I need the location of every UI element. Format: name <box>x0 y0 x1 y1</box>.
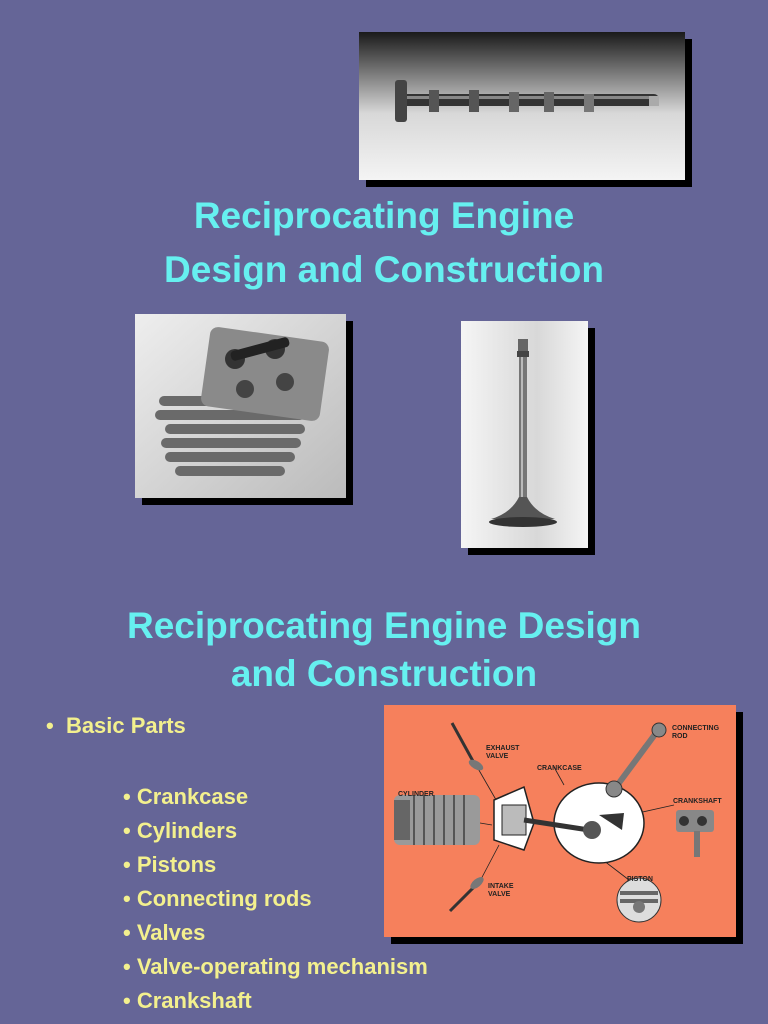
label-cylinder: CYLINDER <box>398 791 434 798</box>
list-item: Valves <box>123 916 428 950</box>
crankshaft-drawing <box>676 810 714 857</box>
label-crankshaft: CRANKSHAFT <box>673 798 722 805</box>
list-item: Connecting rods <box>123 882 428 916</box>
label-crankcase: CRANKCASE <box>537 765 582 772</box>
cylinder-head-photo <box>135 314 346 498</box>
label-intake-valve-2: VALVE <box>488 891 511 898</box>
list-item: Cylinders <box>123 814 428 848</box>
slide1-title-line1: Reciprocating Engine <box>193 195 575 236</box>
list-item: Crankshaft <box>123 984 428 1018</box>
slide2-title: Reciprocating Engine Design and Construc… <box>0 602 768 698</box>
slide1-title: Reciprocating Engine Design and Construc… <box>0 192 768 294</box>
slide2-title-line2: and Construction <box>230 653 538 694</box>
crankcase-drawing <box>493 782 645 864</box>
connecting-rod-drawing <box>605 722 667 798</box>
label-exhaust-valve-2: VALVE <box>486 753 509 760</box>
label-exhaust-valve-1: EXHAUST <box>486 745 520 752</box>
list-item: Crankcase <box>123 780 428 814</box>
valve-photo <box>461 321 588 548</box>
label-piston: PISTON <box>627 876 653 883</box>
label-connecting-rod-2: ROD <box>672 733 688 740</box>
slide1-title-line2: Design and Construction <box>164 249 604 290</box>
parts-list: Crankcase Cylinders Pistons Connecting r… <box>123 780 428 1018</box>
camshaft-photo <box>359 32 685 180</box>
intake-valve-drawing <box>448 877 484 913</box>
piston-drawing <box>616 877 662 923</box>
list-item: Pistons <box>123 848 428 882</box>
basic-parts-label: Basic Parts <box>65 713 186 738</box>
slide2-title-line1: Reciprocating Engine Design <box>127 605 641 646</box>
label-connecting-rod-1: CONNECTING <box>672 725 720 732</box>
basic-parts-bullet: • Basic Parts <box>46 713 186 738</box>
engine-parts-diagram: EXHAUST VALVE CRANKCASE CONNECTING ROD C… <box>384 705 736 937</box>
list-item: Valve-operating mechanism <box>123 950 428 984</box>
label-intake-valve-1: INTAKE <box>488 883 514 890</box>
cylinder-drawing <box>394 795 480 845</box>
exhaust-valve-drawing <box>450 722 484 771</box>
